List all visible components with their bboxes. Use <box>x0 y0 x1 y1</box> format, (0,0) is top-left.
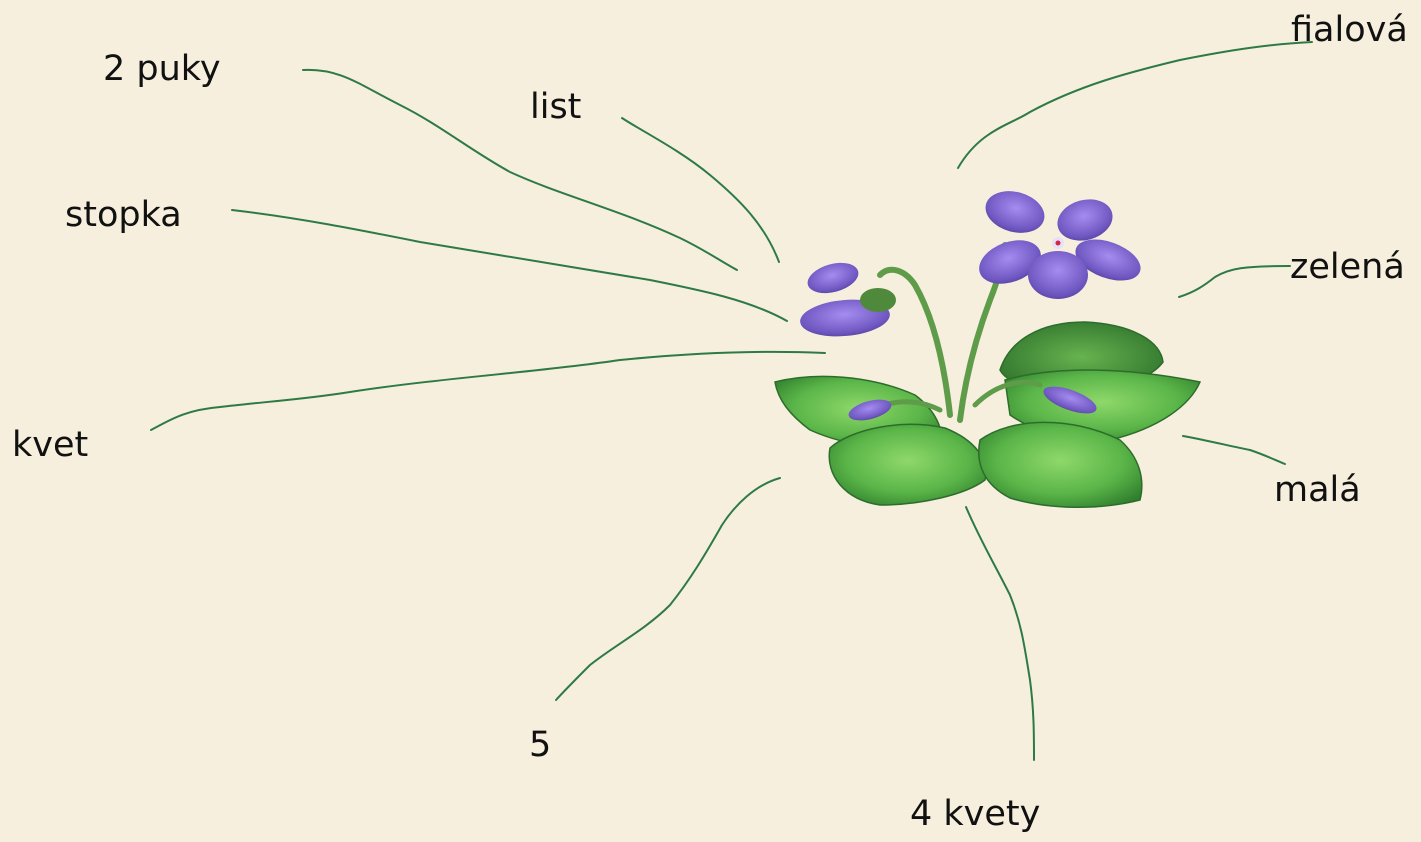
label-5: 5 <box>529 728 551 763</box>
label-4-kvety: 4 kvety <box>910 797 1040 832</box>
label-kvet: kvet <box>12 428 88 463</box>
flower-upright <box>973 185 1146 299</box>
label-2-puky: 2 puky <box>103 52 221 87</box>
label-stopka: stopka <box>65 198 182 233</box>
label-zelena: zelená <box>1290 250 1405 285</box>
line-kvet <box>151 352 825 430</box>
line-fialova <box>958 42 1312 168</box>
line-5 <box>556 478 780 700</box>
line-list <box>622 118 779 262</box>
leaf-front-left <box>829 424 986 505</box>
label-list: list <box>530 90 581 125</box>
line-mala <box>1183 436 1285 464</box>
line-stopka <box>232 210 787 321</box>
line-zelena <box>1179 266 1290 297</box>
label-fialova: fialová <box>1291 13 1408 48</box>
violet-plant-illustration <box>775 185 1200 507</box>
label-mala: malá <box>1274 473 1361 508</box>
line-2puky <box>303 70 737 270</box>
line-4kvety <box>966 507 1034 760</box>
